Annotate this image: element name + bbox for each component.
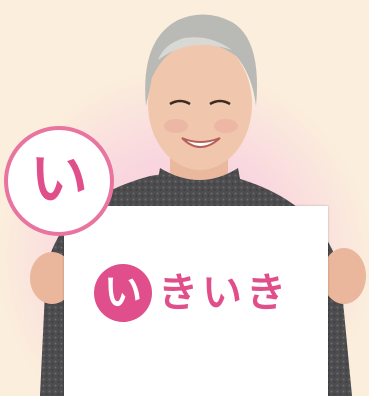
circle-badge: い <box>4 126 114 236</box>
left-hand <box>30 252 74 304</box>
sign-word: い きいき <box>94 264 290 322</box>
sign-first-char: い <box>103 269 142 314</box>
badge-char: い <box>29 145 88 213</box>
sign-remaining-text: きいき <box>158 270 290 316</box>
hair <box>145 14 257 106</box>
face <box>148 38 252 170</box>
sign-first-char-circle: い <box>94 264 152 322</box>
white-sign-board: い きいき <box>64 206 328 396</box>
right-hand <box>322 248 366 304</box>
